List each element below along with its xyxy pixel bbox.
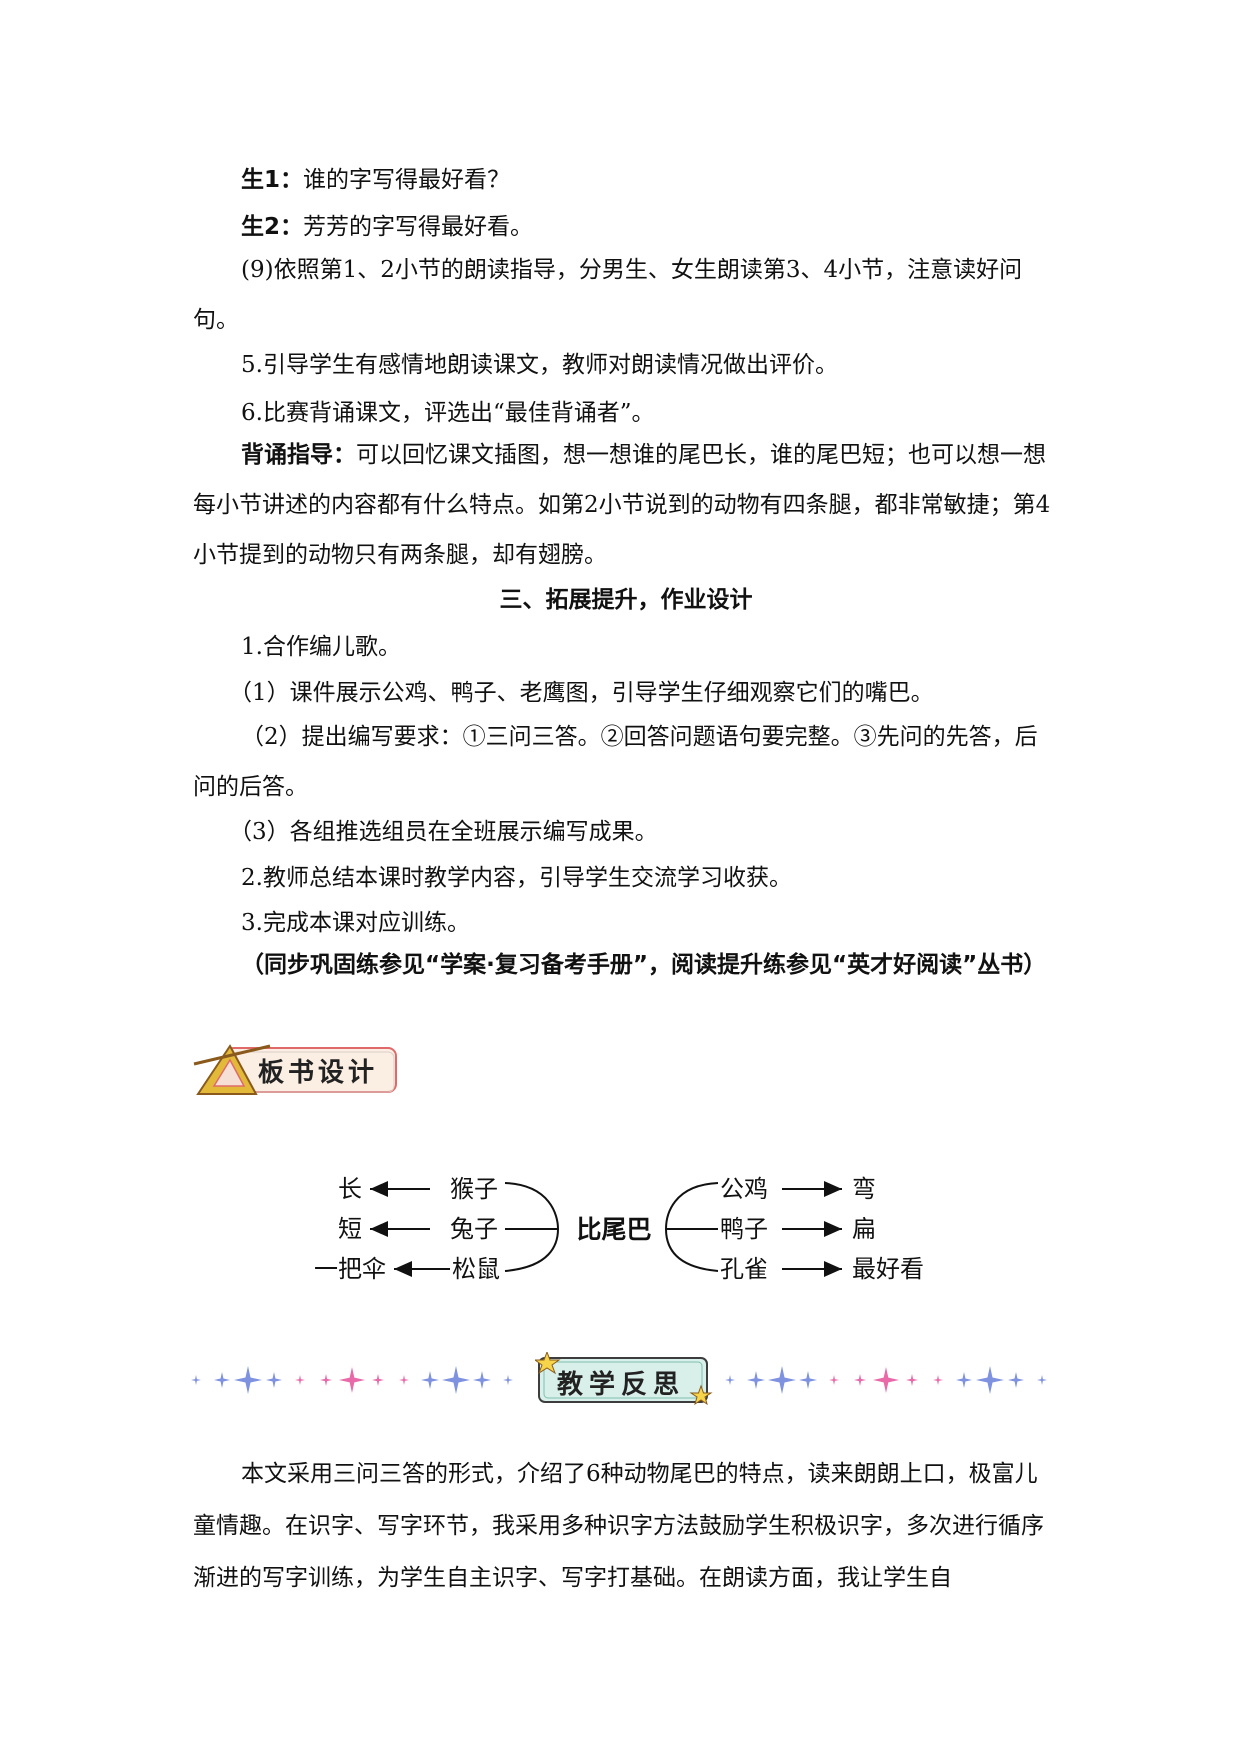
practice-note: （同步巩固练参见“学案·复习备考手册”，阅读提升练参见“英才好阅读”丛书） — [241, 952, 1047, 978]
step5-paragraph: 5.引导学生有感情地朗读课文，教师对朗读情况做出评价。 — [241, 352, 838, 378]
right-animal-3: 孔雀 — [720, 1255, 768, 1283]
sparkle-icon — [214, 1372, 230, 1388]
student1-text: 谁的字写得最好看？ — [303, 167, 511, 193]
sparkle-icon — [1037, 1375, 1047, 1385]
sparkle-icon — [339, 1367, 365, 1393]
sparkle-icon — [725, 1375, 735, 1385]
sparkle-icon — [799, 1371, 817, 1389]
board-tag-label: 板书设计 — [258, 1058, 379, 1088]
sparkle-icon — [442, 1366, 470, 1394]
left-trait-3: 一把伞 — [314, 1255, 386, 1283]
task1-sub1: （1）课件展示公鸡、鸭子、老鹰图，引导学生仔细观察它们的嘴巴。 — [229, 680, 934, 706]
sparkle-icon — [266, 1372, 282, 1388]
step9-paragraph: (9)依照第1、2小节的朗读指导，分男生、女生朗读第3、4小节，注意读好问句。 — [193, 257, 1023, 333]
sparkle-icon — [933, 1375, 943, 1385]
star-icon — [689, 1384, 713, 1406]
right-trait-1: 弯 — [852, 1175, 876, 1203]
sparkle-icon — [295, 1375, 305, 1385]
sparkle-icon — [906, 1374, 918, 1386]
task1-sub2: （2）提出编写要求：①三问三答。②回答问题语句要完整。③先问的先答，后问的后答。 — [193, 724, 1038, 800]
reflection-tag-graphic — [533, 1350, 713, 1406]
reflection-tag-label: 教学反思 — [557, 1370, 686, 1400]
left-animal-2: 兔子 — [450, 1215, 498, 1243]
sparkle-icon — [473, 1371, 491, 1389]
sparkle-icon — [976, 1366, 1004, 1394]
sparkle-left-icons — [191, 1366, 513, 1394]
section3-heading: 三、拓展提升，作业设计 — [499, 587, 753, 613]
left-trait-2: 短 — [338, 1215, 362, 1243]
board-diagram: 长 猴子 短 兔子 一把伞 松鼠 比尾巴 公鸡 弯 鸭子 扁 孔雀 最好看 — [314, 1175, 924, 1283]
reflection-tag: 教学反思 — [533, 1350, 715, 1408]
sparkle-icon — [829, 1375, 839, 1385]
sparkle-icon — [873, 1367, 899, 1393]
sparkle-icon — [421, 1371, 439, 1389]
task1-sub3: （3）各组推选组员在全班展示编写成果。 — [229, 819, 658, 845]
task2: 2.教师总结本课时教学内容，引导学生交流学习收获。 — [241, 865, 792, 891]
recite-guide-label: 背诵指导： — [241, 442, 356, 468]
task3: 3.完成本课对应训练。 — [241, 910, 470, 936]
sparkle-icon — [747, 1371, 765, 1389]
sparkle-icon — [372, 1374, 384, 1386]
sparkle-icon — [854, 1374, 866, 1386]
board-center-title: 比尾巴 — [576, 1215, 651, 1244]
recite-guide-text: 可以回忆课文插图，想一想谁的尾巴长，谁的尾巴短；也可以想一想每小节讲述的内容都有… — [193, 442, 1051, 568]
student1-speaker: 生1： — [241, 167, 304, 193]
step6-paragraph: 6.比赛背诵课文，评选出“最佳背诵者”。 — [241, 400, 655, 426]
right-trait-3: 最好看 — [852, 1255, 924, 1283]
board-tag-graphic — [193, 1044, 397, 1095]
reflection-paragraph: 本文采用三问三答的形式，介绍了6种动物尾巴的特点，读来朗朗上口，极富儿童情趣。在… — [193, 1461, 1044, 1591]
board-design-tag: 板书设计 — [190, 1040, 410, 1098]
right-bracket — [664, 1182, 719, 1272]
right-animal-1: 公鸡 — [720, 1175, 768, 1203]
student2-speaker: 生2： — [241, 214, 304, 240]
sparkle-icon — [320, 1374, 332, 1386]
student1-line: 生1：谁的字写得最好看？ — [193, 155, 1059, 205]
student2-text: 芳芳的字写得最好看。 — [303, 214, 534, 240]
student2-line: 生2：芳芳的字写得最好看。 — [193, 202, 1059, 252]
sparkle-right-icons — [725, 1366, 1047, 1394]
star-icon — [533, 1350, 561, 1375]
sparkle-icon — [234, 1366, 262, 1394]
recite-guide-paragraph: 背诵指导：可以回忆课文插图，想一想谁的尾巴长，谁的尾巴短；也可以想一想每小节讲述… — [193, 430, 1059, 580]
left-animal-1: 猴子 — [450, 1175, 498, 1203]
sparkle-divider — [191, 1366, 1047, 1394]
sparkle-icon — [503, 1375, 513, 1385]
sparkle-icon — [191, 1375, 201, 1385]
sparkle-icon — [956, 1372, 972, 1388]
right-animal-2: 鸭子 — [720, 1215, 768, 1243]
sparkle-icon — [768, 1366, 796, 1394]
task1: 1.合作编儿歌。 — [241, 634, 401, 660]
left-animal-3: 松鼠 — [452, 1255, 500, 1283]
left-bracket — [504, 1182, 560, 1272]
sparkle-icon — [1008, 1372, 1024, 1388]
left-trait-1: 长 — [338, 1175, 362, 1203]
sparkle-icon — [399, 1375, 409, 1385]
right-trait-2: 扁 — [852, 1215, 876, 1243]
